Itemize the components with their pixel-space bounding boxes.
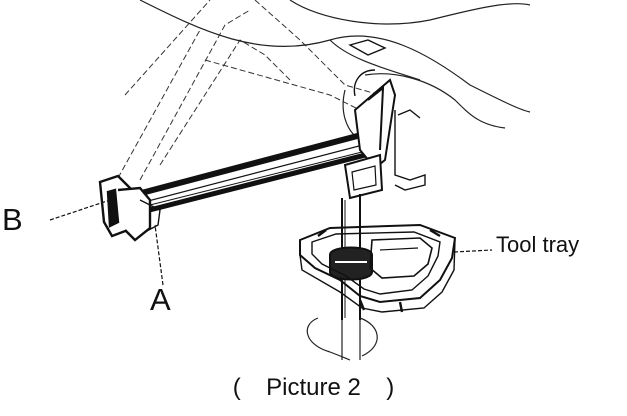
frame-outline xyxy=(117,0,381,181)
seat-bracket xyxy=(348,39,426,191)
upper-clamp xyxy=(343,78,397,200)
caption-close-paren: ) xyxy=(386,374,395,401)
leader-a xyxy=(154,224,164,286)
arm-assembly xyxy=(112,127,388,218)
figure-caption: ( Picture 2 ) xyxy=(0,374,627,402)
caption-text: Picture 2 xyxy=(266,374,361,401)
label-b: B xyxy=(2,202,23,237)
label-tool-tray: Tool tray xyxy=(496,232,580,257)
leader-lines xyxy=(49,199,493,286)
body-panel-outline xyxy=(139,0,531,141)
end-clamp-b xyxy=(98,174,161,242)
leader-tool-tray xyxy=(453,249,493,253)
tool-tray-shape xyxy=(299,223,457,313)
vertical-post xyxy=(329,194,373,320)
caption-open-paren: ( xyxy=(232,374,241,401)
label-a: A xyxy=(150,282,171,317)
leader-b xyxy=(49,199,111,221)
base-outline xyxy=(306,317,378,361)
